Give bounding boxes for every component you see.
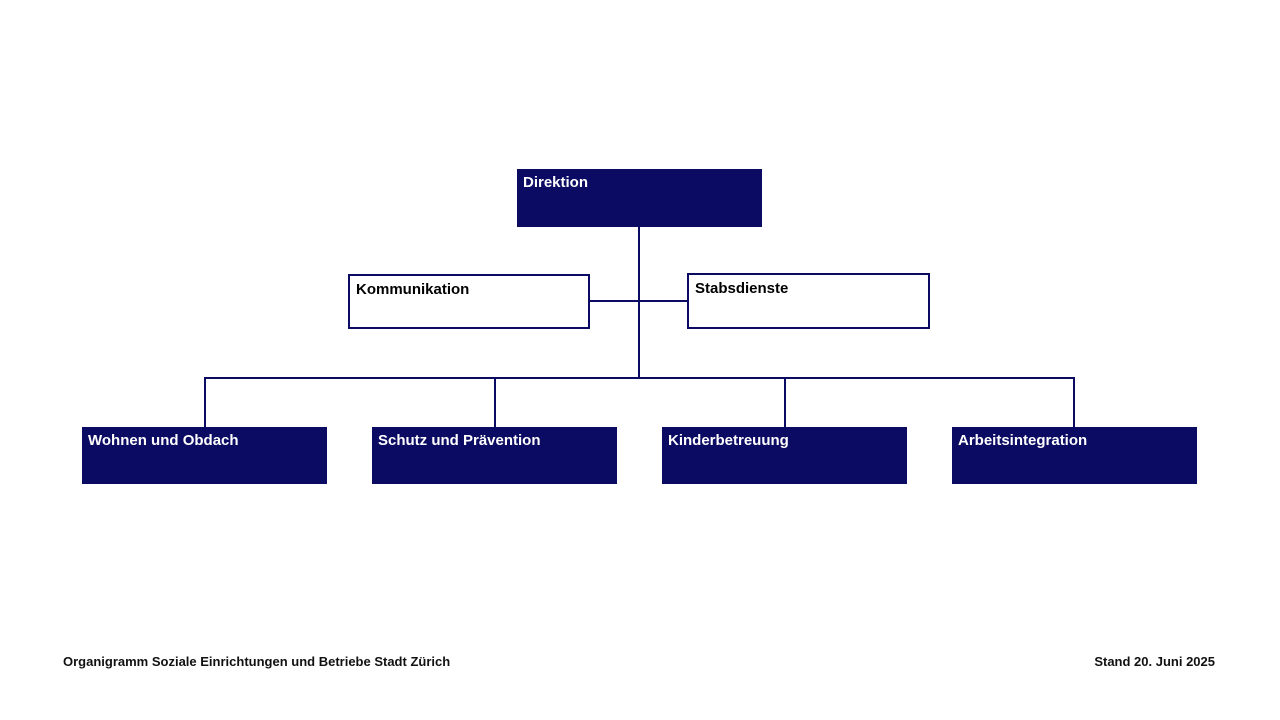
org-node-stabsdienste-label: Stabsdienste [695, 280, 789, 297]
org-node-wohnen-und-obdach-label: Wohnen und Obdach [88, 432, 239, 449]
org-node-kinderbetreuung-label: Kinderbetreuung [668, 432, 789, 449]
org-node-kinderbetreuung: Kinderbetreuung [662, 427, 907, 484]
connector-direktion-vertical [638, 227, 640, 379]
footer-title: Organigramm Soziale Einrichtungen und Be… [63, 654, 451, 669]
org-node-wohnen-und-obdach: Wohnen und Obdach [82, 427, 327, 484]
org-node-kommunikation-label: Kommunikation [356, 281, 470, 298]
connector-staff-horizontal [590, 300, 687, 302]
connector-wohnen-vertical [204, 377, 206, 427]
org-node-schutz-und-praevention: Schutz und Prävention [372, 427, 617, 484]
org-node-direktion: Direktion [517, 169, 762, 227]
org-node-stabsdienste: Stabsdienste [687, 273, 930, 329]
org-node-kommunikation: Kommunikation [348, 274, 590, 329]
org-node-arbeitsintegration-label: Arbeitsintegration [958, 432, 1088, 449]
org-node-direktion-label: Direktion [523, 174, 589, 191]
footer-date: Stand 20. Juni 2025 [1094, 654, 1215, 669]
connector-schutz-vertical [494, 377, 496, 427]
org-node-schutz-und-praevention-label: Schutz und Prävention [378, 432, 541, 449]
connector-arbeit-vertical [1073, 377, 1075, 427]
connector-departments-horizontal [204, 377, 1075, 379]
connector-kinder-vertical [784, 377, 786, 427]
org-node-arbeitsintegration: Arbeitsintegration [952, 427, 1197, 484]
